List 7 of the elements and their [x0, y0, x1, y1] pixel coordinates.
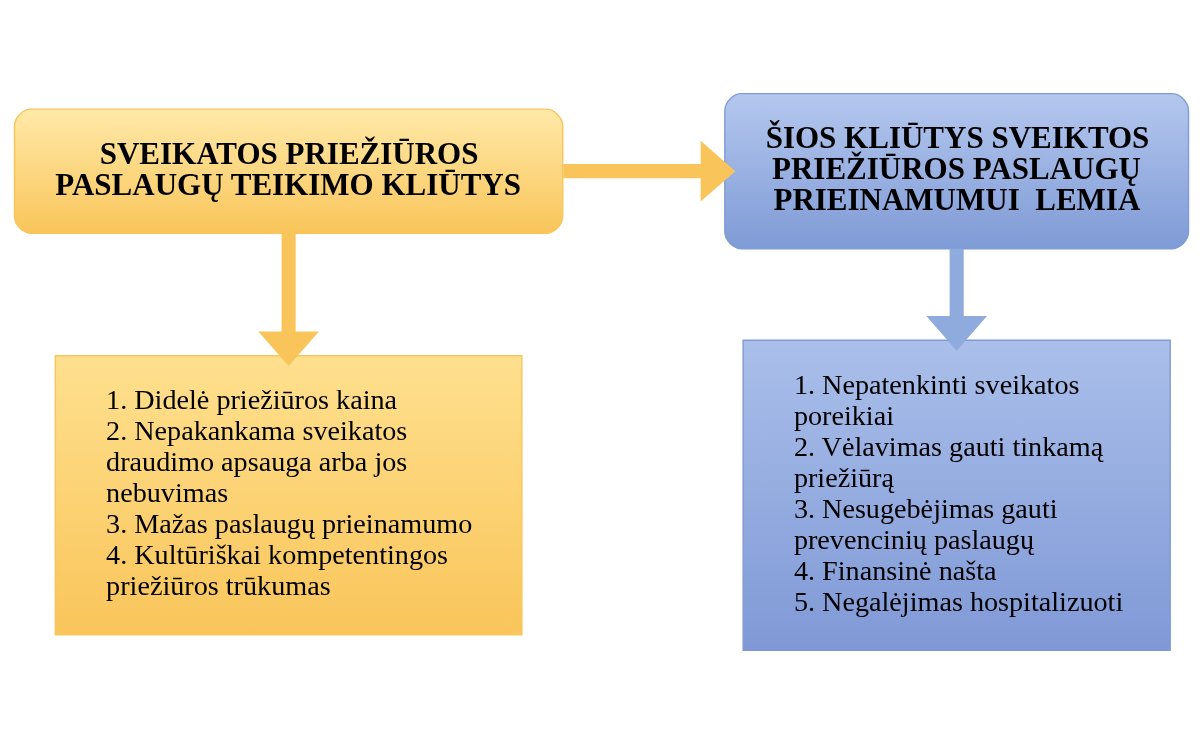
node-box: ŠIOS KLIŪTYS SVEIKTOS PRIEŽIŪROS PASLAUGŲ PRIEINAMUMUI LEMIA: [724, 92, 1190, 250]
node-box: SVEIKATOS PRIEŽIŪROS PASLAUGŲ TEIKIMO KLIŪTYS: [13, 108, 564, 234]
node-box: 1. Nepatenkinti sveikatos poreikiai 2. Vėlavimas gauti tinkamą priežiūrą 3. Nesugebėjimas gauti prevencinių paslaugų 4. Finansinė našta 5. Negalėjimas hospitalizuoti: [742, 339, 1171, 652]
arrow: [926, 248, 987, 351]
arrow: [563, 140, 736, 202]
arrow: [258, 233, 319, 367]
node-box: 1. Didelė priežiūros kaina 2. Nepakankama sveikatos draudimo apsauga arba jos nebuvimas 3. Mažas paslaugų prieinamumo 4. Kultūriškai kompetentingos priežiūros trūkumas: [54, 355, 523, 636]
